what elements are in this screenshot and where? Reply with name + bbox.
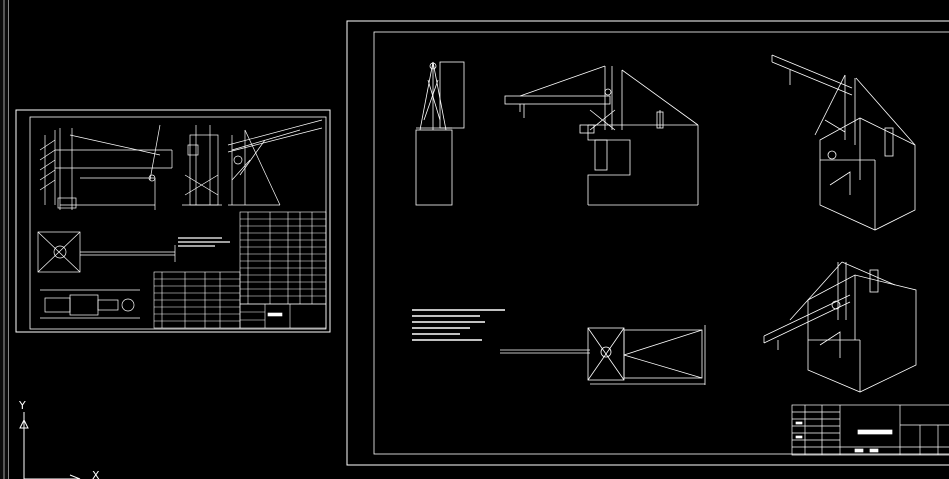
ucs-icon	[19, 412, 81, 479]
right-iso-view-bottom	[763, 261, 917, 393]
left-plan-view	[37, 231, 176, 273]
left-sheet-inner-border	[29, 116, 327, 330]
right-sheet-border	[346, 20, 949, 466]
left-sheet-border	[15, 109, 331, 333]
ucs-y-label: Y	[18, 399, 26, 412]
right-iso-view-top	[771, 54, 916, 231]
right-plan-view	[500, 325, 706, 385]
right-side-view	[504, 65, 699, 206]
left-notes	[178, 237, 230, 247]
window-left-edge	[0, 0, 9, 479]
right-front-view	[415, 61, 465, 206]
left-detail-view	[40, 289, 140, 319]
left-drawing-sheet[interactable]	[15, 109, 331, 333]
left-side-view	[182, 125, 222, 206]
right-sheet-inner-border	[373, 31, 949, 455]
ucs-x-label: X	[92, 469, 100, 479]
left-elevation-view	[39, 124, 173, 210]
left-jib-view	[227, 119, 323, 206]
right-title-block	[791, 404, 949, 456]
right-notes	[412, 309, 505, 341]
left-parts-table	[153, 211, 327, 329]
right-drawing-sheet[interactable]	[346, 20, 949, 466]
